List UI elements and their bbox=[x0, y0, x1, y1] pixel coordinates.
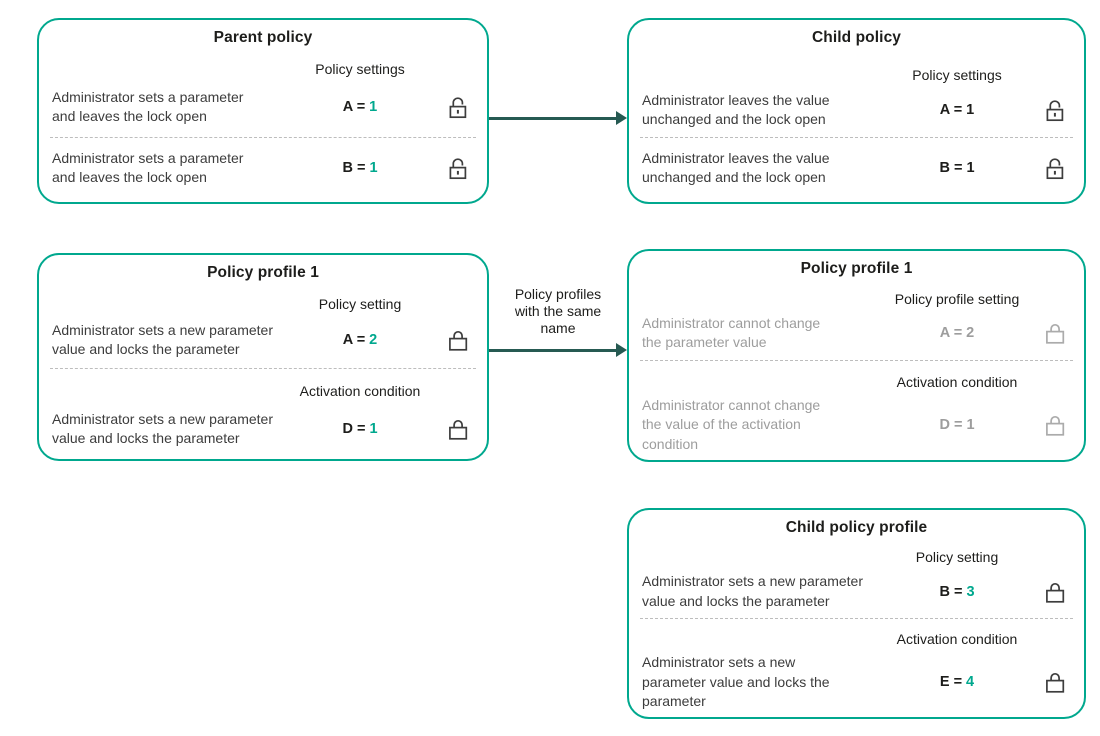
lock-closed-icon bbox=[449, 330, 468, 351]
parameter-value: B =3 bbox=[939, 583, 975, 600]
child-policy-profile-box: Child policy profile Policy setting Admi… bbox=[627, 508, 1086, 719]
column-label: Activation condition bbox=[896, 373, 1018, 390]
lock-closed-icon bbox=[1046, 673, 1065, 693]
row-description: Administrator sets a parameter and leave… bbox=[52, 88, 244, 124]
column-label: Policy setting bbox=[318, 296, 402, 312]
parameter-value: A =2 bbox=[939, 325, 975, 342]
parameter-value: A =1 bbox=[939, 102, 975, 118]
arrow-line bbox=[489, 116, 617, 120]
column-label: Policy profile setting bbox=[894, 290, 1020, 307]
box-title: Policy profile 1 bbox=[800, 260, 913, 277]
policy-row: Administrator sets a new parameter value… bbox=[629, 565, 1084, 618]
parameter-value: D =1 bbox=[342, 421, 378, 437]
box-title: Policy profile 1 bbox=[207, 264, 319, 281]
row-description: Administrator leaves the value unchanged… bbox=[642, 149, 830, 185]
lock-open-icon bbox=[449, 97, 467, 119]
box-title: Child policy profile bbox=[785, 519, 928, 536]
row-description: Administrator sets a new parameter value… bbox=[642, 573, 863, 609]
row-description: Administrator sets a new parameter value… bbox=[52, 410, 273, 446]
box-title: Child policy bbox=[811, 29, 902, 46]
lock-closed-icon bbox=[449, 419, 468, 440]
policy-row: Administrator leaves the value unchanged… bbox=[629, 138, 1084, 198]
row-description: Administrator sets a parameter and leave… bbox=[52, 149, 244, 185]
policy-row: Administrator sets a new parameter value… bbox=[39, 399, 487, 459]
policy-row: Administrator sets a new parameter value… bbox=[629, 647, 1084, 717]
policy-row: Administrator sets a new parameter value… bbox=[39, 312, 487, 368]
row-description: Administrator cannot change the value of… bbox=[642, 396, 821, 452]
parameter-value: A =1 bbox=[342, 99, 378, 115]
row-description: Administrator cannot change the paramete… bbox=[642, 315, 821, 351]
divider bbox=[640, 359, 1073, 361]
policy-row: Administrator sets a parameter and leave… bbox=[39, 138, 487, 198]
column-label: Policy settings bbox=[912, 67, 1002, 83]
box-title: Parent policy bbox=[213, 29, 313, 46]
policy-profile-target-box: Policy profile 1 Policy profile setting … bbox=[627, 249, 1086, 462]
parameter-value: A =2 bbox=[342, 332, 378, 348]
row-description: Administrator leaves the value unchanged… bbox=[642, 91, 830, 127]
row-description: Administrator sets a new parameter value… bbox=[52, 321, 273, 357]
lock-closed-icon bbox=[1046, 324, 1065, 344]
policy-profile-source-box: Policy profile 1 Policy setting Administ… bbox=[37, 253, 489, 461]
policy-row: Administrator sets a parameter and leave… bbox=[39, 77, 487, 137]
child-policy-box: Child policy Policy settings Administrat… bbox=[627, 18, 1086, 204]
lock-closed-icon bbox=[1046, 582, 1065, 603]
divider bbox=[640, 137, 1073, 138]
divider bbox=[50, 368, 476, 369]
policy-row: Administrator cannot change the value of… bbox=[629, 390, 1084, 460]
policy-row: Administrator leaves the value unchanged… bbox=[629, 83, 1084, 137]
arrow-head bbox=[616, 111, 627, 125]
parameter-value: E =4 bbox=[939, 674, 975, 691]
policy-row: Administrator cannot change the paramete… bbox=[629, 307, 1084, 360]
column-label: Policy settings bbox=[315, 61, 405, 77]
lock-closed-icon bbox=[1046, 415, 1065, 436]
arrow-parent-to-child bbox=[489, 111, 627, 125]
parameter-value: D =1 bbox=[939, 416, 975, 433]
lock-open-icon bbox=[449, 158, 467, 180]
column-label: Policy setting bbox=[915, 549, 999, 566]
parent-policy-box: Parent policy Policy settings Administra… bbox=[37, 18, 489, 204]
arrow-line bbox=[489, 348, 617, 352]
arrow-head bbox=[616, 343, 627, 357]
lock-open-icon bbox=[1046, 100, 1064, 122]
column-label: Activation condition bbox=[299, 383, 421, 399]
column-label: Activation condition bbox=[896, 631, 1018, 648]
divider bbox=[640, 618, 1073, 620]
row-description: Administrator sets a new parameter value… bbox=[642, 654, 830, 709]
divider bbox=[50, 137, 476, 138]
parameter-value: B =1 bbox=[342, 160, 378, 176]
arrow-label: Policy profiles with the same name bbox=[514, 286, 602, 337]
arrow-profile-to-profile bbox=[489, 343, 627, 357]
parameter-value: B =1 bbox=[939, 160, 975, 176]
lock-open-icon bbox=[1046, 158, 1064, 180]
